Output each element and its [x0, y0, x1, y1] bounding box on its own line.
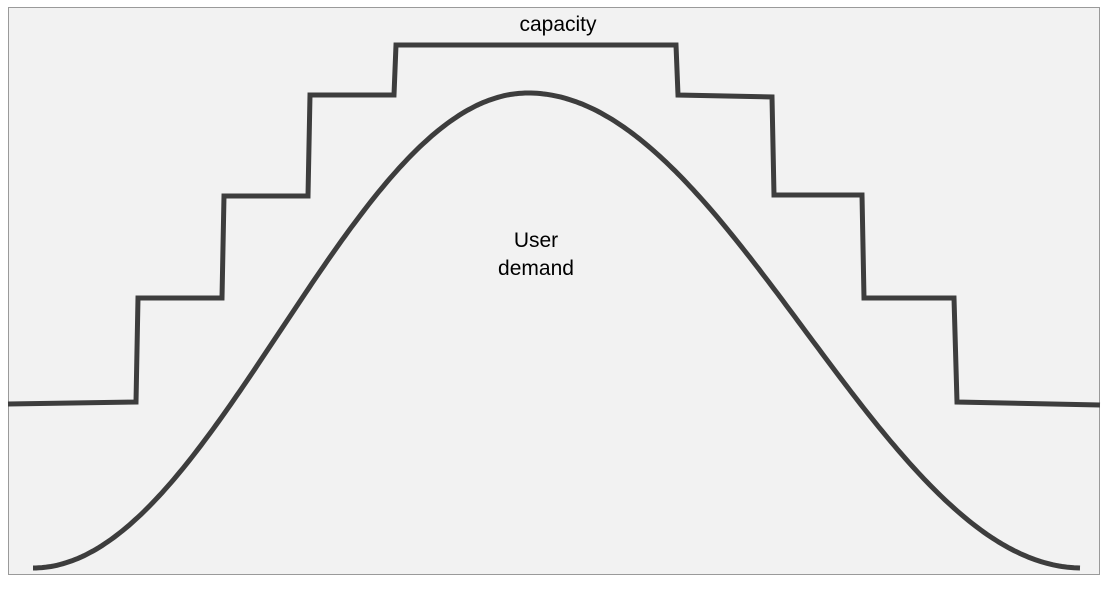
user-demand-label: User demand [436, 227, 636, 283]
diagram-canvas [8, 7, 1100, 575]
user-demand-curve [33, 90, 1081, 571]
user-demand-label-line1: User [513, 229, 559, 252]
capacity-staircase-line [7, 42, 1101, 408]
capacity-label: capacity [519, 13, 597, 36]
user-demand-label-line2: demand [498, 257, 574, 280]
